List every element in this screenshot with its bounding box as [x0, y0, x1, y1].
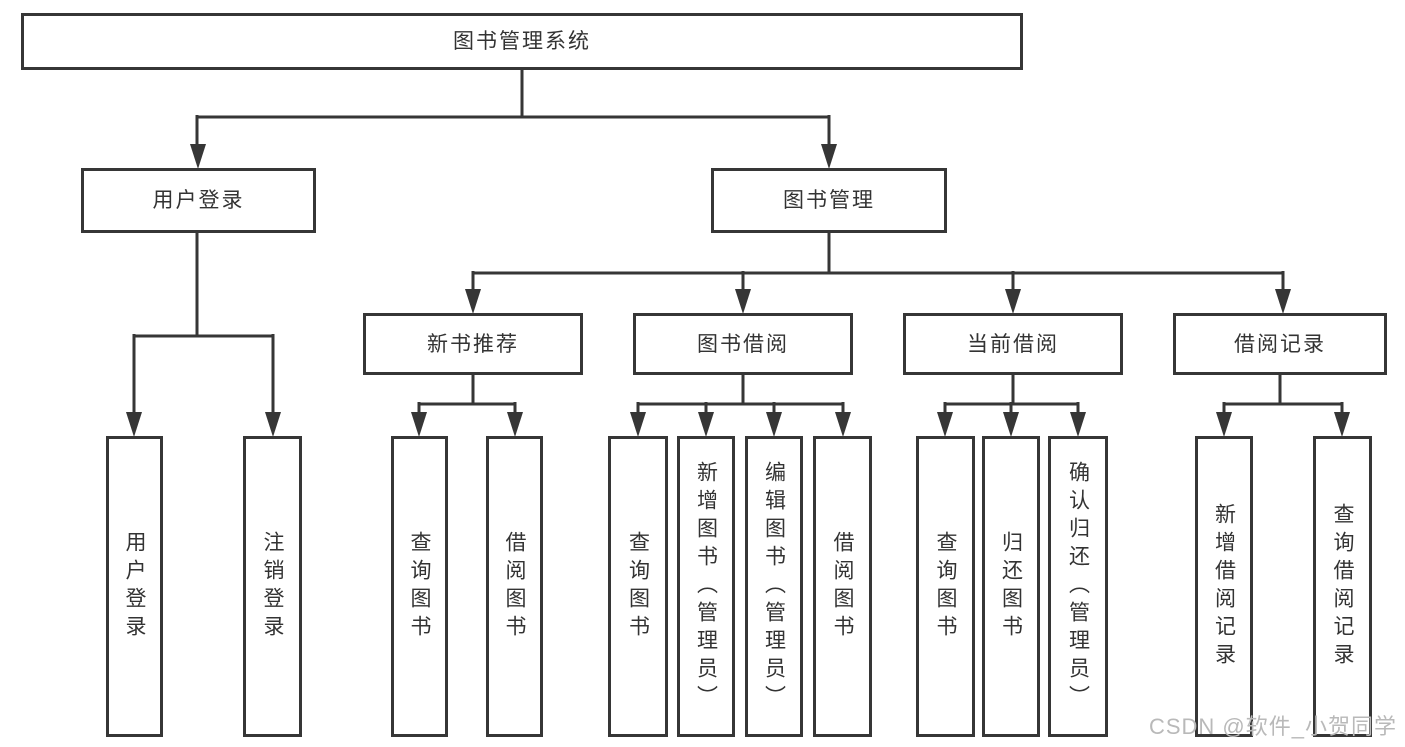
node-borrow-records: 借阅记录 [1173, 313, 1387, 375]
leaf-query-books-1-label: 查询图书 [408, 530, 431, 643]
leaf-logout: 注销登录 [243, 436, 302, 737]
node-new-book-recommend: 新书推荐 [363, 313, 583, 375]
node-root: 图书管理系统 [21, 13, 1023, 70]
node-book-borrow: 图书借阅 [633, 313, 853, 375]
node-user-login-label: 用户登录 [152, 189, 245, 212]
node-borrow-records-label: 借阅记录 [1234, 332, 1326, 356]
leaf-query-books-2: 查询图书 [608, 436, 668, 737]
leaf-return-books: 归还图书 [982, 436, 1040, 737]
leaf-edit-book-admin: 编辑图书（管理员） [745, 436, 803, 737]
leaf-borrow-books-1: 借阅图书 [486, 436, 543, 737]
leaf-query-borrow-record: 查询借阅记录 [1313, 436, 1372, 737]
leaf-user-login: 用户登录 [106, 436, 163, 737]
leaf-borrow-books-2-label: 借阅图书 [831, 530, 854, 643]
leaf-borrow-books-2: 借阅图书 [813, 436, 872, 737]
node-new-book-recommend-label: 新书推荐 [427, 332, 519, 356]
leaf-add-book-admin: 新增图书（管理员） [677, 436, 735, 737]
node-book-management-label: 图书管理 [783, 189, 875, 212]
leaf-query-books-2-label: 查询图书 [626, 530, 650, 643]
leaf-confirm-return-admin: 确认归还（管理员） [1048, 436, 1108, 737]
node-user-login: 用户登录 [81, 168, 316, 233]
leaf-user-login-label: 用户登录 [123, 530, 146, 643]
leaf-borrow-books-1-label: 借阅图书 [503, 530, 526, 643]
leaf-query-borrow-record-label: 查询借阅记录 [1331, 502, 1354, 671]
watermark: CSDN @软件_小贺同学 [1148, 714, 1397, 739]
node-current-borrow-label: 当前借阅 [967, 332, 1059, 356]
leaf-logout-label: 注销登录 [261, 530, 284, 643]
node-book-management: 图书管理 [711, 168, 947, 233]
node-book-borrow-label: 图书借阅 [697, 332, 789, 356]
leaf-edit-book-admin-label: 编辑图书（管理员） [762, 460, 786, 713]
leaf-query-books-3: 查询图书 [916, 436, 975, 737]
leaf-add-borrow-record: 新增借阅记录 [1195, 436, 1253, 737]
node-current-borrow: 当前借阅 [903, 313, 1123, 375]
leaf-query-books-3-label: 查询图书 [934, 530, 957, 643]
leaf-add-borrow-record-label: 新增借阅记录 [1212, 502, 1236, 671]
node-root-label: 图书管理系统 [453, 30, 591, 53]
leaf-query-books-1: 查询图书 [391, 436, 448, 737]
leaf-confirm-return-admin-label: 确认归还（管理员） [1066, 460, 1090, 713]
leaf-return-books-label: 归还图书 [999, 530, 1023, 643]
leaf-add-book-admin-label: 新增图书（管理员） [694, 460, 718, 713]
